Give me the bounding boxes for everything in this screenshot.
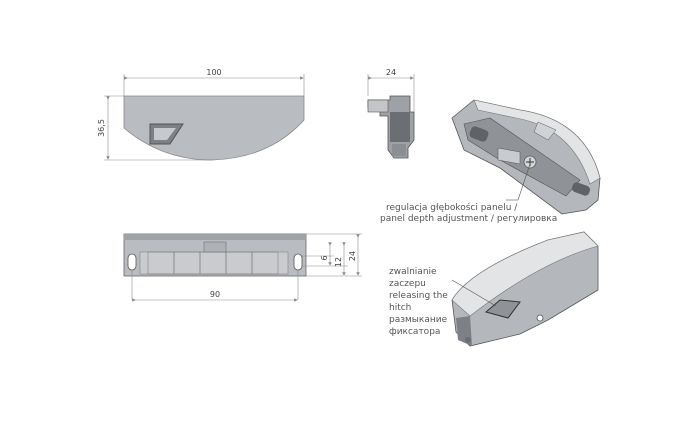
note-release-line6: фиксатора (389, 327, 440, 337)
front-view: 100 36,5 (97, 68, 305, 161)
dim-bottom-length: 90 (210, 290, 220, 299)
note-release-line4: hitch (389, 303, 411, 313)
iso-view-top (451, 99, 601, 215)
dim-bottom-mid: 12 (334, 257, 343, 267)
bottom-view: 90 6 12 24 (123, 233, 362, 302)
dim-side-width: 24 (386, 68, 396, 77)
dim-front-height: 36,5 (97, 119, 106, 137)
dim-bottom-small: 6 (320, 255, 329, 260)
note-release-line5: размыкание (389, 315, 448, 325)
note-depth-line2: panel depth adjustment / регулировка (380, 214, 557, 224)
dim-bottom-height: 24 (348, 251, 357, 261)
dim-front-width: 100 (206, 68, 221, 77)
note-depth-line1: regulacja głębokości panelu / (386, 202, 518, 213)
note-release-line1: zwalnianie (389, 267, 437, 277)
note-release-line3: releasing the (389, 291, 448, 301)
side-view: 24 (367, 68, 415, 159)
note-release-line2: zaczepu (389, 279, 426, 289)
iso-view-bottom (451, 231, 599, 347)
iso-release-button (484, 299, 521, 319)
